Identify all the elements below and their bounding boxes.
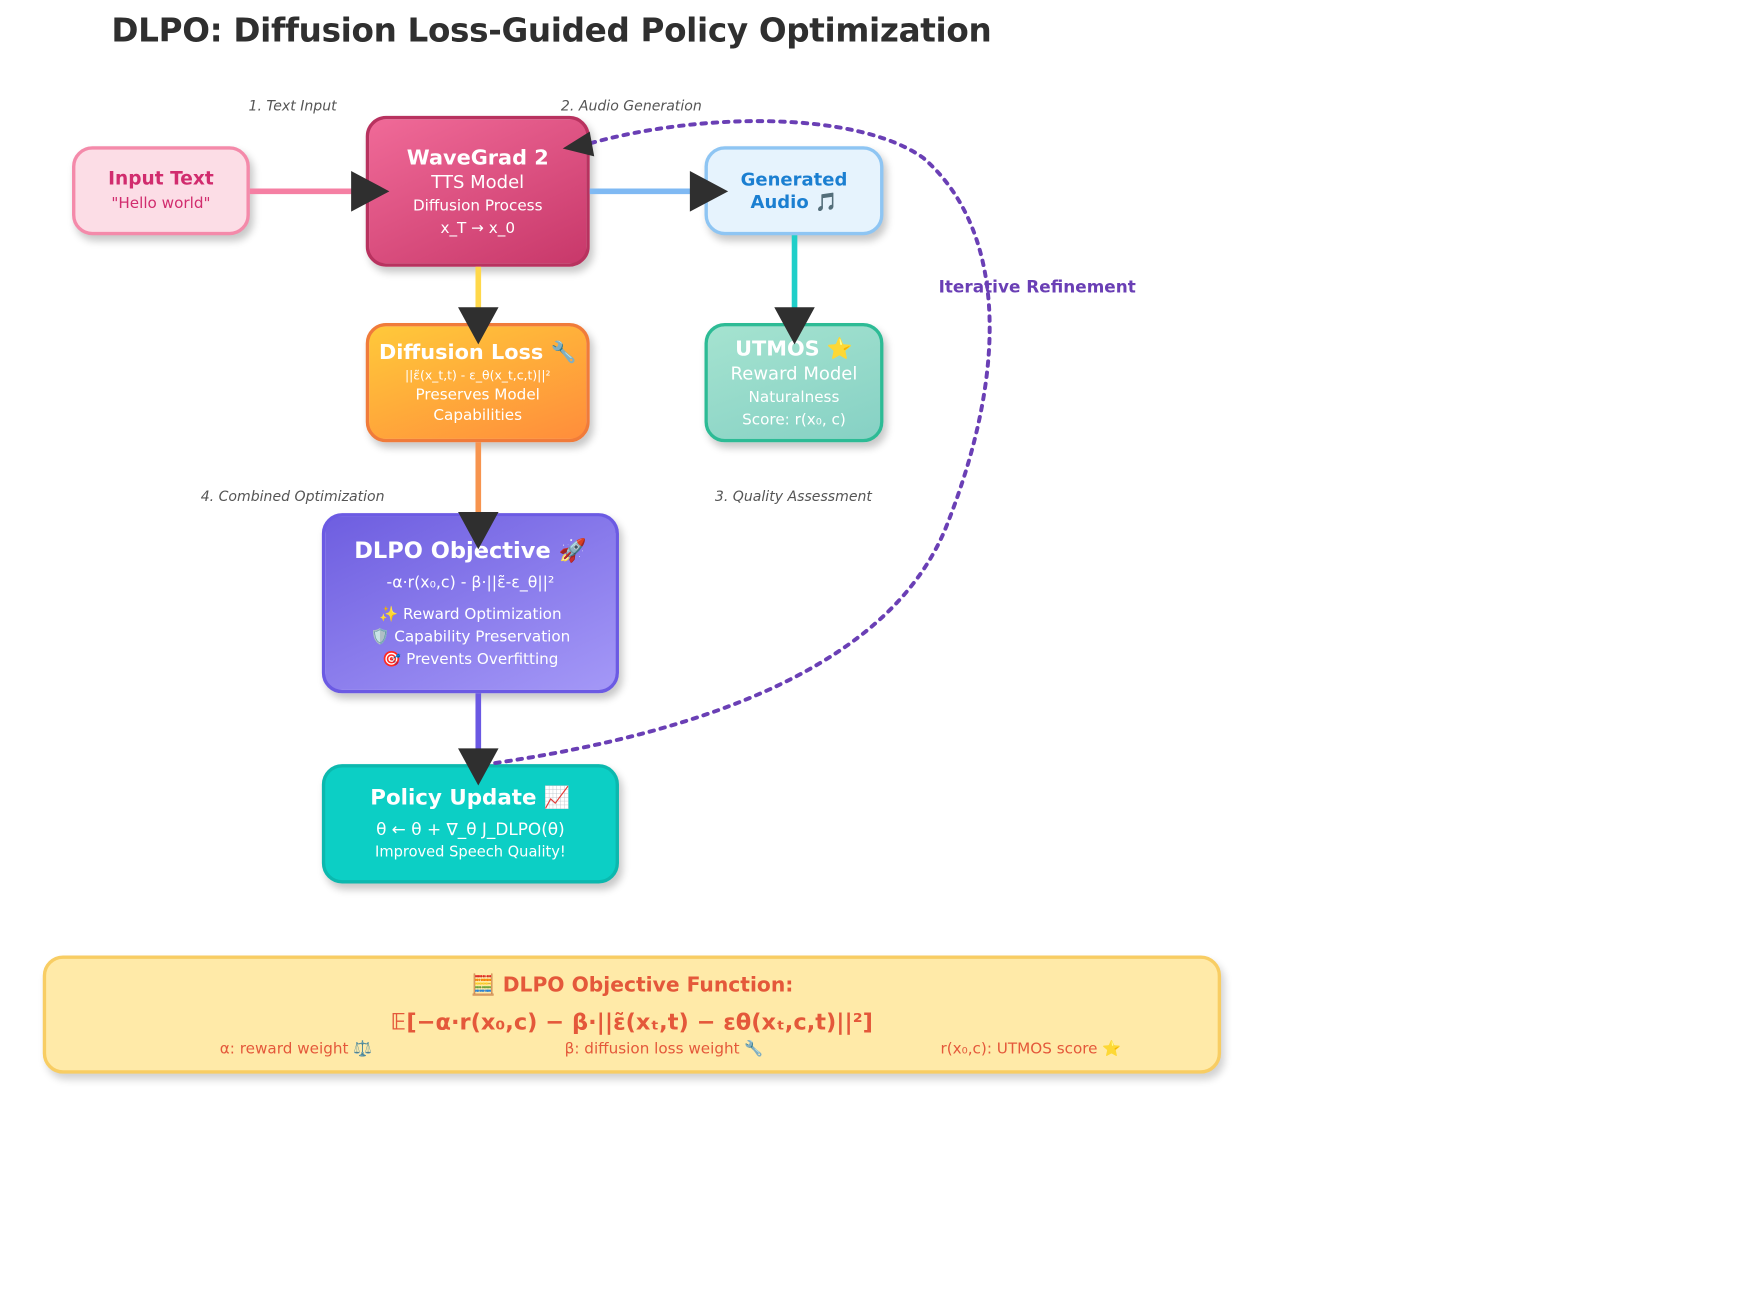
- arrowhead-input-to-wavegrad: [351, 171, 390, 212]
- input-text-node: Input Text "Hello world": [72, 146, 250, 236]
- step-label-text-input: 1. Text Input: [248, 96, 337, 114]
- wavegrad-title: WaveGrad 2: [406, 145, 549, 170]
- arrowhead-loss-to-dlpo: [458, 512, 499, 550]
- step-label-audio-generation: 2. Audio Generation: [560, 96, 702, 114]
- arrowhead-wavegrad-to-audio: [689, 171, 729, 212]
- dlpo-objective-formula: -α·r(x₀,c) - β·||ε̃-ε_θ||²: [386, 573, 555, 592]
- arrowhead-dlpo-to-update: [458, 748, 499, 786]
- page-title: DLPO: Diffusion Loss-Guided Policy Optim…: [111, 11, 992, 50]
- generated-audio-node: Generated Audio 🎵: [704, 146, 884, 236]
- policy-update-desc: Improved Speech Quality!: [375, 843, 566, 861]
- note-reward-weight: α: reward weight ⚖️: [219, 1039, 373, 1058]
- arrowhead-iterative-refinement: [562, 131, 595, 157]
- input-text-title: Input Text: [108, 167, 214, 190]
- policy-update-formula: θ ← θ + ∇_θ J_DLPO(θ): [376, 819, 565, 840]
- step-label-quality-assessment: 3. Quality Assessment: [714, 487, 872, 505]
- wavegrad-node: WaveGrad 2 TTS Model Diffusion Process x…: [365, 115, 590, 267]
- wavegrad-process: Diffusion Process: [412, 196, 543, 215]
- arrowhead-wavegrad-to-loss: [458, 307, 499, 345]
- step-label-combined-optimization: 4. Combined Optimization: [200, 487, 385, 505]
- note-utmos-score: r(x₀,c): UTMOS score ⭐: [940, 1039, 1122, 1058]
- objective-function-title: 🧮 DLPO Objective Function:: [470, 973, 794, 998]
- diffusion-loss-desc-2: Capabilities: [433, 406, 523, 425]
- diffusion-loss-desc-1: Preserves Model: [415, 385, 540, 404]
- dlpo-objective-node: DLPO Objective 🚀 -α·r(x₀,c) - β·||ε̃-ε_θ…: [321, 513, 619, 694]
- edge-iterative-refinement-loop: [493, 119, 992, 765]
- generated-audio-subtitle: Audio 🎵: [750, 190, 838, 213]
- input-text-value: "Hello world": [111, 194, 211, 213]
- wavegrad-transition: x_T → x_0: [440, 218, 515, 237]
- objective-function-panel: 🧮 DLPO Objective Function: 𝔼[−α·r(x₀,c) …: [42, 955, 1222, 1074]
- dlpo-bullet-reward: ✨ Reward Optimization: [379, 605, 562, 624]
- dlpo-bullet-overfitting: 🎯 Prevents Overfitting: [382, 650, 559, 669]
- policy-update-title: Policy Update 📈: [370, 785, 571, 811]
- objective-function-formula: 𝔼[−α·r(x₀,c) − β·||ε̃(xₜ,t) − εθ(xₜ,c,t)…: [390, 1008, 873, 1036]
- policy-update-node: Policy Update 📈 θ ← θ + ∇_θ J_DLPO(θ) Im…: [321, 764, 619, 884]
- generated-audio-title: Generated: [740, 168, 848, 190]
- diffusion-loss-title: Diffusion Loss 🔧: [378, 340, 577, 365]
- wavegrad-subtitle: TTS Model: [431, 170, 525, 193]
- utmos-naturalness: Naturalness: [748, 387, 840, 406]
- utmos-title: UTMOS ⭐: [735, 337, 853, 361]
- note-diffusion-loss-weight: β: diffusion loss weight 🔧: [564, 1039, 764, 1058]
- dlpo-bullet-capability: 🛡️ Capability Preservation: [370, 628, 571, 647]
- dlpo-objective-title: DLPO Objective 🚀: [354, 536, 587, 564]
- arrowhead-audio-to-utmos: [774, 307, 815, 345]
- utmos-subtitle: Reward Model: [730, 362, 858, 384]
- diffusion-loss-formula: ||ε̃(x_t,t) - ε_θ(x_t,c,t)||²: [404, 367, 551, 383]
- utmos-score: Score: r(x₀, c): [742, 410, 846, 429]
